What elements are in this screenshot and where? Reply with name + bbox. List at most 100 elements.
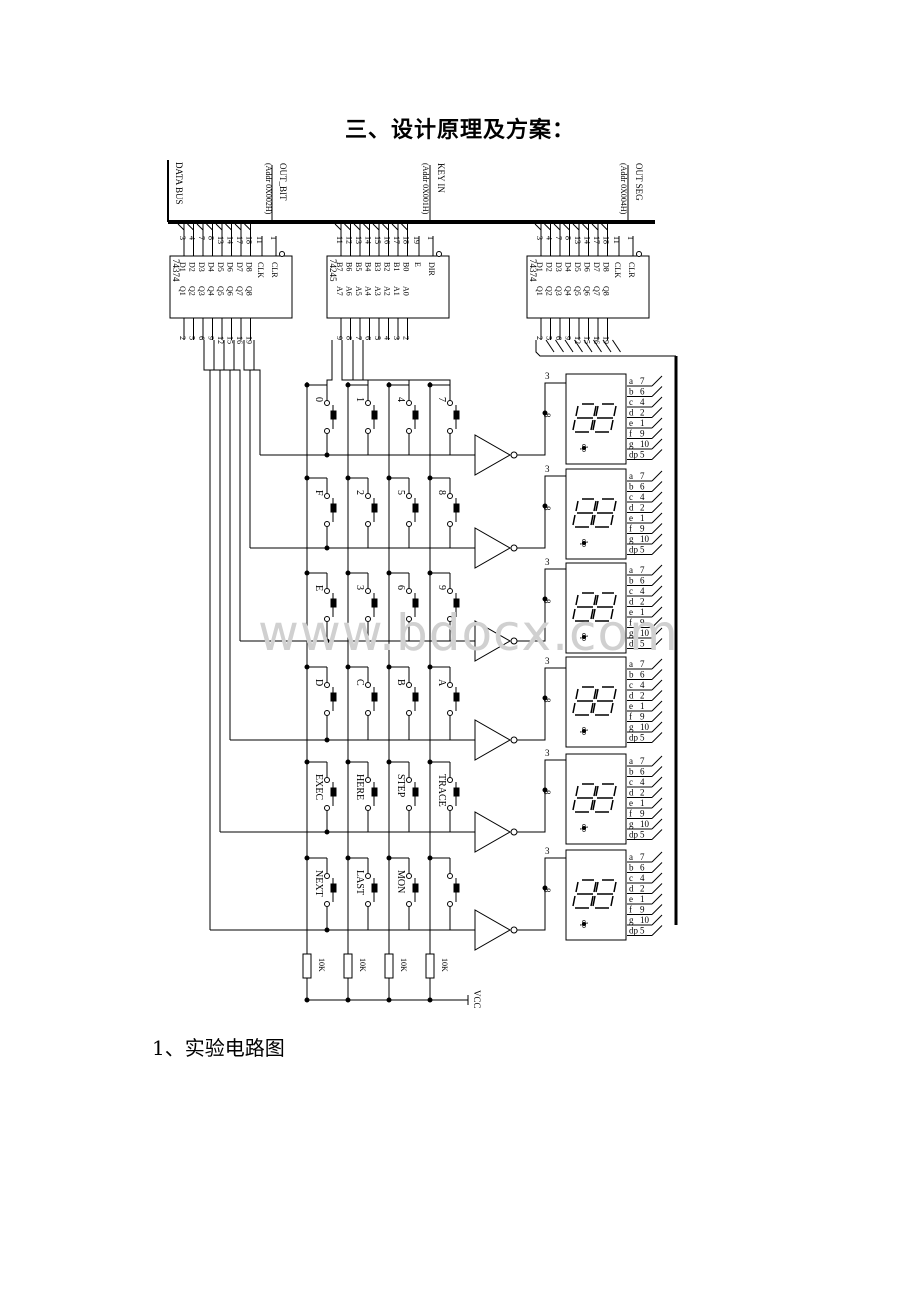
segment-bus-tap <box>651 679 663 691</box>
segment-bus-tap <box>612 339 621 353</box>
inverter-gate <box>474 527 512 569</box>
segment-pin-number: 7 <box>640 756 645 766</box>
key-actuator-block <box>330 503 337 513</box>
segment-name-a: a <box>629 756 633 766</box>
latch-right-74374-inner-top: D4 <box>564 262 573 272</box>
key-label-3: 3 <box>354 585 365 590</box>
dp-dot <box>582 922 586 926</box>
segment-name-f: f <box>629 429 632 439</box>
junction-dot <box>542 596 548 602</box>
key-contact-top <box>324 588 330 594</box>
transceiver-74245-inner-bottom: A1 <box>392 286 401 296</box>
segment-bus-tap <box>651 523 663 534</box>
latch-left-74374-bottom-pin: 6 <box>197 336 206 340</box>
key-actuator-block <box>330 883 337 893</box>
segment-pin-number: 7 <box>640 376 645 386</box>
latch-left-74374-inner-top: D6 <box>226 262 235 272</box>
latch-right-74374-bus-tap <box>572 223 580 231</box>
key-actuator-block <box>453 883 460 893</box>
transceiver-74245-bus-tap <box>363 223 370 231</box>
segment-name-b: b <box>629 387 634 397</box>
segment-bus-tap <box>651 417 663 429</box>
junction-dot <box>542 695 548 701</box>
key-contact-bottom <box>447 616 453 622</box>
segment-bus-tap <box>593 339 602 353</box>
latch-right-74374-inner-bottom: Q3 <box>554 286 563 296</box>
key-label-last: LAST <box>354 870 365 895</box>
latch-right-74374-bus-tap <box>582 223 589 231</box>
latch-left-74374-top-pin: 7 <box>197 236 206 240</box>
key-contact-bottom <box>447 428 453 434</box>
transceiver-74245-inner-bottom: A4 <box>364 286 373 296</box>
segment-pin-number: 5 <box>640 926 645 936</box>
transceiver-74245-bottom-pin: 3 <box>392 336 401 340</box>
key-contact-bottom <box>365 710 371 716</box>
inverter-bubble <box>510 544 518 552</box>
latch-right-74374-inner-top: D6 <box>583 262 592 272</box>
segment-name-f: f <box>629 905 632 915</box>
latch-right-74374-bottom-pin: 2 <box>535 336 544 340</box>
segment-pin-number: 10 <box>640 439 650 449</box>
key-label-a: A <box>436 679 447 687</box>
segment-pin-number: 5 <box>640 450 645 460</box>
pull-up-resistor <box>302 953 312 979</box>
junction-dot <box>542 410 548 416</box>
latch-right-74374-bottom-pin: 16 <box>592 336 601 344</box>
out-bit-addr-label: (Addr 0X002H) <box>264 163 273 215</box>
seven-segment-display <box>565 468 627 560</box>
digit-segments <box>592 686 617 716</box>
key-label-2: 2 <box>354 490 365 495</box>
segment-name-dp: dp <box>629 733 639 743</box>
segment-name-c: c <box>629 586 633 596</box>
digit-segments <box>572 403 597 433</box>
transceiver-74245-inner-top: B3 <box>373 262 382 271</box>
segment-pin-number: 6 <box>640 863 645 873</box>
dp-dot <box>582 826 586 830</box>
segment-bus-tap <box>651 627 663 639</box>
transceiver-74245-top-pin: 14 <box>364 236 373 244</box>
digit-segments <box>592 498 617 528</box>
latch-to-segment-bus <box>535 340 676 357</box>
key-actuator-block <box>412 883 419 893</box>
latch-left-74374-inner-top: D4 <box>207 262 216 272</box>
pull-up-resistor <box>425 953 435 979</box>
segment-bus-tap <box>555 339 564 353</box>
transceiver-74245-top-pin: 15 <box>373 236 382 244</box>
inverter-bubble <box>510 736 518 744</box>
transceiver-74245-ctl-inner: E <box>413 262 422 267</box>
inverter-bubble <box>510 451 518 459</box>
transceiver-74245-bus-tap <box>334 223 342 231</box>
segment-name-dp: dp <box>629 450 639 460</box>
segment-name-f: f <box>629 524 632 534</box>
key-actuator-block <box>330 598 337 608</box>
segment-pin-number: 7 <box>640 565 645 575</box>
segment-name-f: f <box>629 712 632 722</box>
key-actuator-block <box>330 692 337 702</box>
key-actuator-block <box>371 692 378 702</box>
latch-right-74374-inner-top: D1 <box>535 262 544 272</box>
key-actuator-block <box>453 503 460 513</box>
display-common-pin: 3 <box>545 464 550 474</box>
key-contact-bottom <box>406 901 412 907</box>
key-actuator-block <box>412 410 419 420</box>
segment-bus-tap <box>651 872 663 884</box>
segment-pin-number: 4 <box>640 873 645 883</box>
latch-right-74374-inner-top: D5 <box>573 262 582 272</box>
inverter-bubble <box>510 828 518 836</box>
key-contact-top <box>324 493 330 499</box>
key-label-mon: MON <box>395 870 406 893</box>
segment-pin-number: 7 <box>640 659 645 669</box>
dp-dot <box>582 729 586 733</box>
segment-name-g: g <box>629 439 634 449</box>
gate-to-display-wire <box>517 857 566 931</box>
latch-left-74374-ctl-inner: CLR <box>270 262 279 278</box>
segment-name-dp: dp <box>629 926 639 936</box>
segment-pin-number: 9 <box>640 618 645 628</box>
latch-left-74374-top-pin: 4 <box>188 236 197 240</box>
latch-left-74374-inner-bottom: Q3 <box>197 286 206 296</box>
transceiver-74245-part-label: 74245 <box>328 259 338 282</box>
transceiver-74245-top-pin: 16 <box>383 236 392 244</box>
junction-dot <box>427 570 433 576</box>
key-label-b: B <box>395 679 406 686</box>
